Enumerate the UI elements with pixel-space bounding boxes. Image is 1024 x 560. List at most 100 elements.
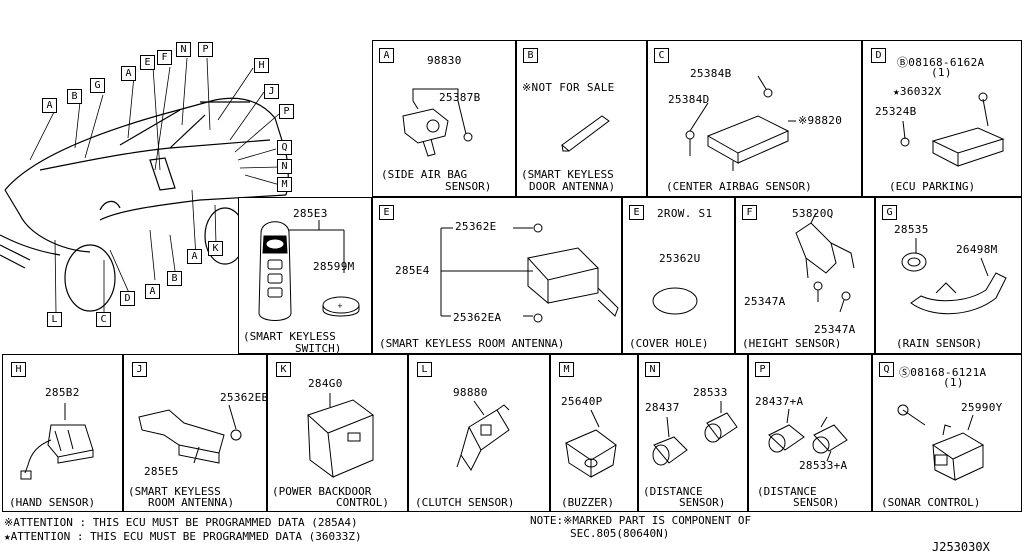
panel-b-letter: B — [523, 48, 538, 63]
panel-l-clutch-sensor: L 98880 (CLUTCH SENSOR) — [408, 354, 550, 512]
caption: CONTROL) — [336, 496, 389, 509]
callout-q[interactable]: Q — [277, 140, 292, 155]
part-number: 25990Y — [961, 401, 1003, 414]
caption: (SMART KEYLESS — [128, 485, 221, 498]
door-antenna-drawing — [561, 115, 610, 152]
part-number: 28533 — [693, 386, 728, 399]
callout-n2[interactable]: N — [277, 159, 292, 174]
panel-c-letter: C — [654, 48, 669, 63]
callout-c[interactable]: C — [96, 312, 111, 327]
part-number: 28437 — [645, 401, 680, 414]
caption: SWITCH) — [295, 342, 342, 355]
panel-k-letter: K — [276, 362, 291, 377]
panel-n-letter: N — [645, 362, 660, 377]
panel-m-letter: M — [559, 362, 574, 377]
callout-a2[interactable]: A — [121, 66, 136, 81]
clutch-sensor-drawing — [456, 400, 510, 471]
attention-note-2: ★ATTENTION : THIS ECU MUST BE PROGRAMMED… — [4, 530, 362, 543]
rain-sensor-drawing — [901, 238, 1007, 315]
side-airbag-sensor-drawing — [402, 88, 473, 157]
vehicle-overview: A B G E F N P A H J P Q N M B D A A K L … — [0, 40, 372, 340]
height-sensor-drawing — [795, 212, 855, 313]
callout-b[interactable]: B — [67, 89, 82, 104]
smart-key-drawing: + — [258, 220, 360, 321]
part-number: 285E3 — [293, 207, 328, 220]
part-number: Ⓑ08168-6162A — [897, 56, 985, 69]
caption: (BUZZER) — [561, 496, 614, 509]
callout-n[interactable]: N — [176, 42, 191, 57]
callout-l[interactable]: L — [47, 312, 62, 327]
part-number: 28533+A — [799, 459, 848, 472]
ecu-parking-drawing — [900, 92, 1005, 167]
caption: SENSOR) — [679, 496, 726, 509]
panel-h-letter: H — [11, 362, 26, 377]
callout-a[interactable]: A — [42, 98, 57, 113]
part-number: 25362U — [659, 252, 701, 265]
part-number: 25640P — [561, 395, 603, 408]
callout-h[interactable]: H — [254, 58, 269, 73]
caption: (DISTANCE — [757, 485, 817, 498]
panel-l-letter: L — [417, 362, 432, 377]
room-antenna-j-drawing — [138, 404, 242, 464]
callout-d[interactable]: D — [120, 291, 135, 306]
panel-smart-keyless-switch: 285E3 28599M + (SMART KEYLESS SWITCH) — [238, 197, 372, 354]
part-number: Ⓢ08168-6121A — [899, 366, 987, 379]
part-number: 25387B — [439, 91, 481, 104]
callout-f[interactable]: F — [157, 50, 172, 65]
cover-hole-drawing — [652, 287, 698, 315]
caption: (HEIGHT SENSOR) — [742, 337, 842, 350]
center-airbag-sensor-drawing — [685, 75, 796, 171]
panel-g-rain-sensor: G 28535 26498M (RAIN SENSOR) — [875, 197, 1022, 354]
part-number: (1) — [943, 376, 964, 389]
caption: (ECU PARKING) — [889, 180, 976, 193]
part-number: (1) — [931, 66, 952, 79]
panel-e-smart-keyless-room-antenna: E 25362E 285E4 25362EA (SMART KEYLESS RO… — [372, 197, 622, 354]
caption: (CLUTCH SENSOR) — [415, 496, 515, 509]
attention-note-1: ※ATTENTION : THIS ECU MUST BE PROGRAMMED… — [4, 516, 358, 529]
panel-m-buzzer: M 25640P (BUZZER) — [550, 354, 638, 512]
room-antenna-drawing — [440, 223, 619, 323]
backdoor-control-drawing — [307, 393, 375, 479]
caption: (DISTANCE — [643, 485, 703, 498]
callout-a4[interactable]: A — [187, 249, 202, 264]
panel-j-letter: J — [132, 362, 147, 377]
panel-k-power-backdoor-control: K 284G0 (POWER BACKDOOR CONTROL) — [267, 354, 408, 512]
panel-p-letter: P — [755, 362, 770, 377]
panel-n-distance-sensor: N 28533 28437 (DISTANCE SENSOR) — [638, 354, 748, 512]
diagram-code: J253030X — [932, 540, 990, 554]
distance-sensor-n-drawing — [652, 401, 738, 466]
part-number: 25362EA — [453, 311, 502, 324]
part-number: 25347A — [744, 295, 786, 308]
panel-q-letter: Q — [879, 362, 894, 377]
part-number: 98830 — [427, 54, 462, 67]
panel-f-letter: F — [742, 205, 757, 220]
part-number: ★36032X — [893, 85, 942, 98]
panel-e-cover-hole: E 2ROW. S1 25362U (COVER HOLE) — [622, 197, 735, 354]
svg-text:+: + — [337, 302, 343, 310]
part-number: 53820Q — [792, 207, 834, 220]
caption: (HAND SENSOR) — [9, 496, 96, 509]
part-number: 98880 — [453, 386, 488, 399]
row-note: 2ROW. S1 — [657, 207, 713, 220]
callout-a3[interactable]: A — [145, 284, 160, 299]
callout-j[interactable]: J — [264, 84, 279, 99]
caption: ROOM ANTENNA) — [148, 496, 235, 509]
part-number: 285E4 — [395, 264, 430, 277]
panel-d-ecu-parking: D Ⓑ08168-6162A (1) ★36032X 25324B (ECU P… — [862, 40, 1022, 197]
callout-g[interactable]: G — [90, 78, 105, 93]
part-number: 25362EB — [220, 391, 269, 404]
callout-p2[interactable]: P — [279, 104, 294, 119]
callout-k[interactable]: K — [208, 241, 223, 256]
callout-p[interactable]: P — [198, 42, 213, 57]
panel-f-height-sensor: F 53820Q 25347A 25347A (HEIGHT SENSOR) — [735, 197, 875, 354]
panel-a-letter: A — [379, 48, 394, 63]
part-number: 25347A — [814, 323, 856, 336]
caption: (COVER HOLE) — [629, 337, 709, 350]
part-number: 25362E — [455, 220, 497, 233]
panel-j-smart-keyless-room-antenna: J 25362EB 285E5 (SMART KEYLESS ROOM ANTE… — [123, 354, 269, 512]
caption: (POWER BACKDOOR — [272, 485, 372, 498]
callout-e[interactable]: E — [140, 55, 155, 70]
part-number: 28535 — [894, 223, 929, 236]
callout-b2[interactable]: B — [167, 271, 182, 286]
callout-m[interactable]: M — [277, 177, 292, 192]
